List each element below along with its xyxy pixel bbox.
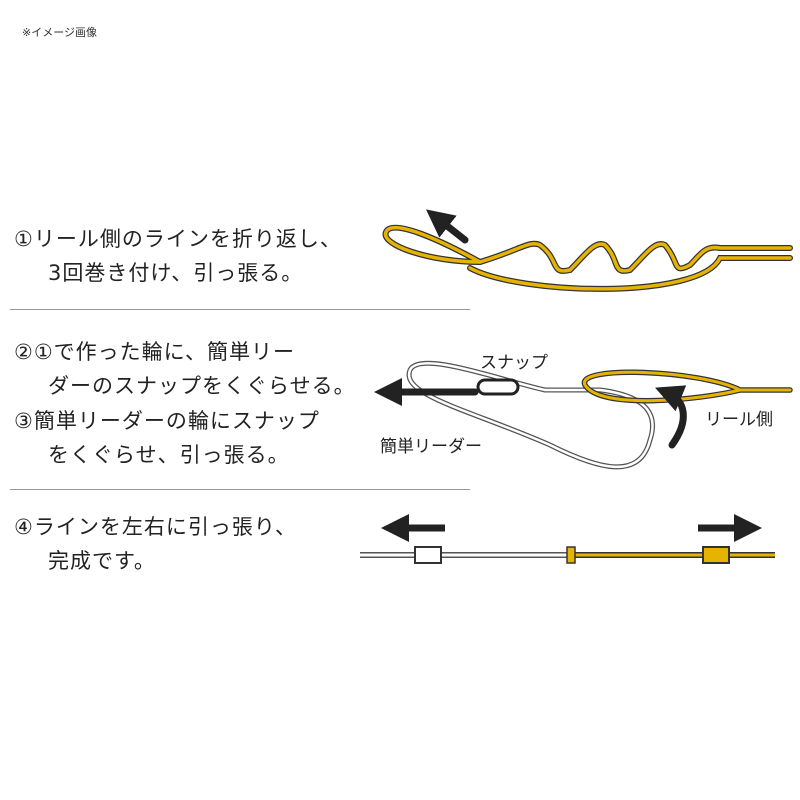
step-1: ①リール側のラインを折り返し、 3回巻き付け、引っ張る。: [14, 222, 342, 290]
step-1-line2: 3回巻き付け、引っ張る。: [48, 261, 304, 285]
arrow-up-left-icon: [425, 209, 469, 244]
label-snap: スナップ: [480, 353, 548, 373]
image-note: ※イメージ画像: [22, 26, 97, 39]
step1-diagram: [382, 209, 793, 292]
label-leader: 簡単リーダー: [380, 437, 482, 457]
step-3-line1: ③簡単リーダーの輪にスナップ: [14, 409, 320, 433]
step-2-line2: ダーのスナップをくぐらせる。: [48, 374, 356, 398]
label-reel-side: リール側: [705, 410, 773, 430]
divider: [10, 309, 470, 310]
divider: [10, 489, 470, 490]
step-2: ②①で作った輪に、簡単リー ダーのスナップをくぐらせる。: [14, 335, 356, 403]
step-1-line1: ①リール側のラインを折り返し、: [14, 227, 342, 251]
step4-diagram: [360, 514, 775, 564]
step-2-line1: ②①で作った輪に、簡単リー: [14, 340, 296, 364]
step2-diagram: [374, 360, 793, 470]
curved-arrow-icon: [655, 385, 687, 449]
step-3-line2: をくぐらせ、引っ張る。: [48, 443, 290, 467]
step-3: ③簡単リーダーの輪にスナップ をくぐらせ、引っ張る。: [14, 404, 320, 472]
snap-icon: [476, 378, 520, 396]
step-4-line2: 完成です。: [48, 549, 156, 573]
step-4-line1: ④ラインを左右に引っ張り、: [14, 515, 297, 539]
step-4: ④ラインを左右に引っ張り、 完成です。: [14, 510, 297, 578]
